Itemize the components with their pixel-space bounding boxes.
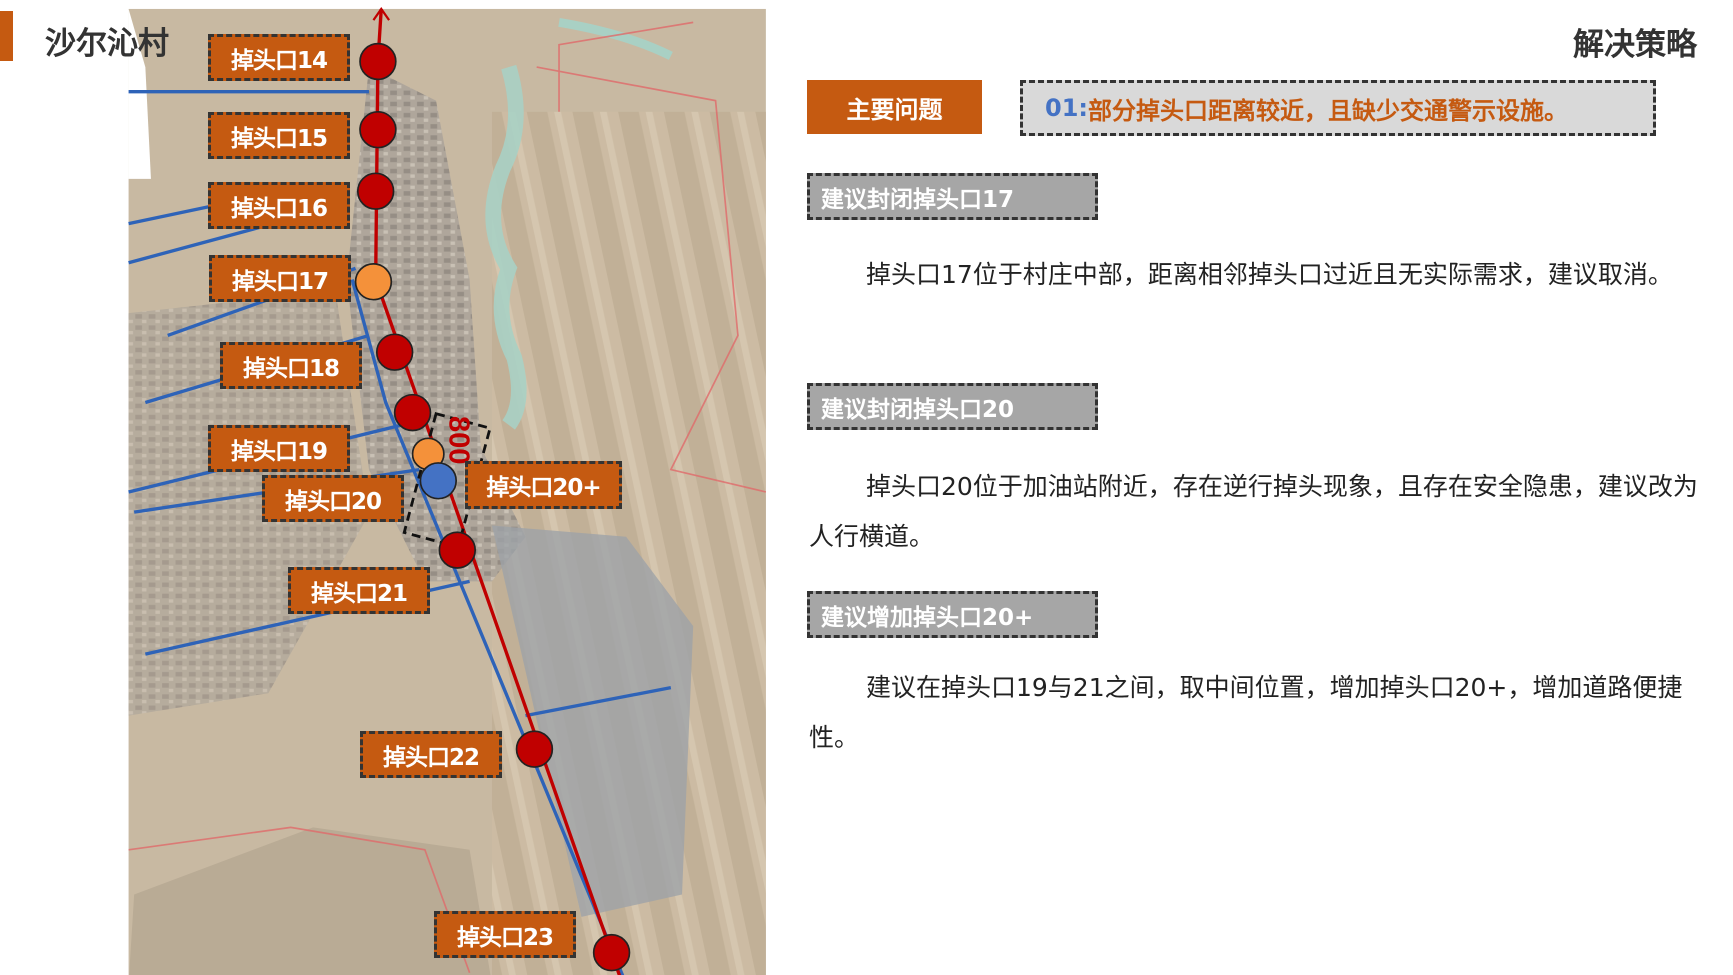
uturn-marker-23[interactable] bbox=[592, 933, 631, 972]
uturn-label-17: 掉头口17 bbox=[209, 255, 351, 302]
issue-text: 部分掉头口距离较近，且缺少交通警示设施。 bbox=[1088, 96, 1568, 125]
uturn-label-19: 掉头口19 bbox=[208, 425, 350, 472]
issue-number: 01: bbox=[1045, 94, 1088, 122]
strategy-title-1: 建议封闭掉头口17 bbox=[807, 173, 1098, 220]
issue-box: 01: 部分掉头口距离较近，且缺少交通警示设施。 bbox=[1020, 80, 1656, 136]
uturn-marker-16[interactable] bbox=[356, 172, 395, 210]
uturn-marker-21[interactable] bbox=[438, 531, 477, 569]
strategy-text-3: 建议在掉头口19与21之间，取中间位置，增加掉头口20+，增加道路便捷性。 bbox=[809, 673, 1683, 752]
uturn-marker-20-plus[interactable] bbox=[419, 462, 458, 500]
uturn-label-21: 掉头口21 bbox=[288, 567, 430, 614]
uturn-marker-17[interactable] bbox=[354, 263, 393, 301]
uturn-label-22: 掉头口22 bbox=[360, 731, 502, 778]
page-title: 沙尔沁村 bbox=[45, 26, 169, 62]
strategy-text-1: 掉头口17位于村庄中部，距离相邻掉头口过近且无实际需求，建议取消。 bbox=[866, 260, 1673, 289]
title-accent-bar bbox=[0, 11, 13, 61]
uturn-label-15: 掉头口15 bbox=[208, 112, 350, 159]
uturn-label-16: 掉头口16 bbox=[208, 182, 350, 229]
section-title: 解决策略 bbox=[1573, 27, 1697, 63]
distance-label: 800 bbox=[442, 416, 474, 465]
uturn-label-20-plus: 掉头口20+ bbox=[465, 461, 622, 509]
uturn-label-23: 掉头口23 bbox=[434, 911, 576, 958]
uturn-marker-14[interactable] bbox=[359, 42, 397, 81]
strategy-text-2: 掉头口20位于加油站附近，存在逆行掉头现象，且存在安全隐患，建议改为人行横道。 bbox=[809, 472, 1698, 551]
uturn-marker-22[interactable] bbox=[515, 730, 554, 768]
uturn-label-14: 掉头口14 bbox=[208, 34, 350, 81]
main-issue-tag: 主要问题 bbox=[807, 80, 982, 134]
uturn-marker-18[interactable] bbox=[375, 333, 414, 371]
uturn-marker-15[interactable] bbox=[359, 110, 397, 149]
strategy-title-2: 建议封闭掉头口20 bbox=[807, 383, 1098, 430]
uturn-marker-19[interactable] bbox=[393, 393, 432, 432]
uturn-label-18: 掉头口18 bbox=[220, 342, 362, 389]
strategy-title-3: 建议增加掉头口20+ bbox=[807, 591, 1098, 638]
uturn-label-20: 掉头口20 bbox=[262, 475, 404, 522]
